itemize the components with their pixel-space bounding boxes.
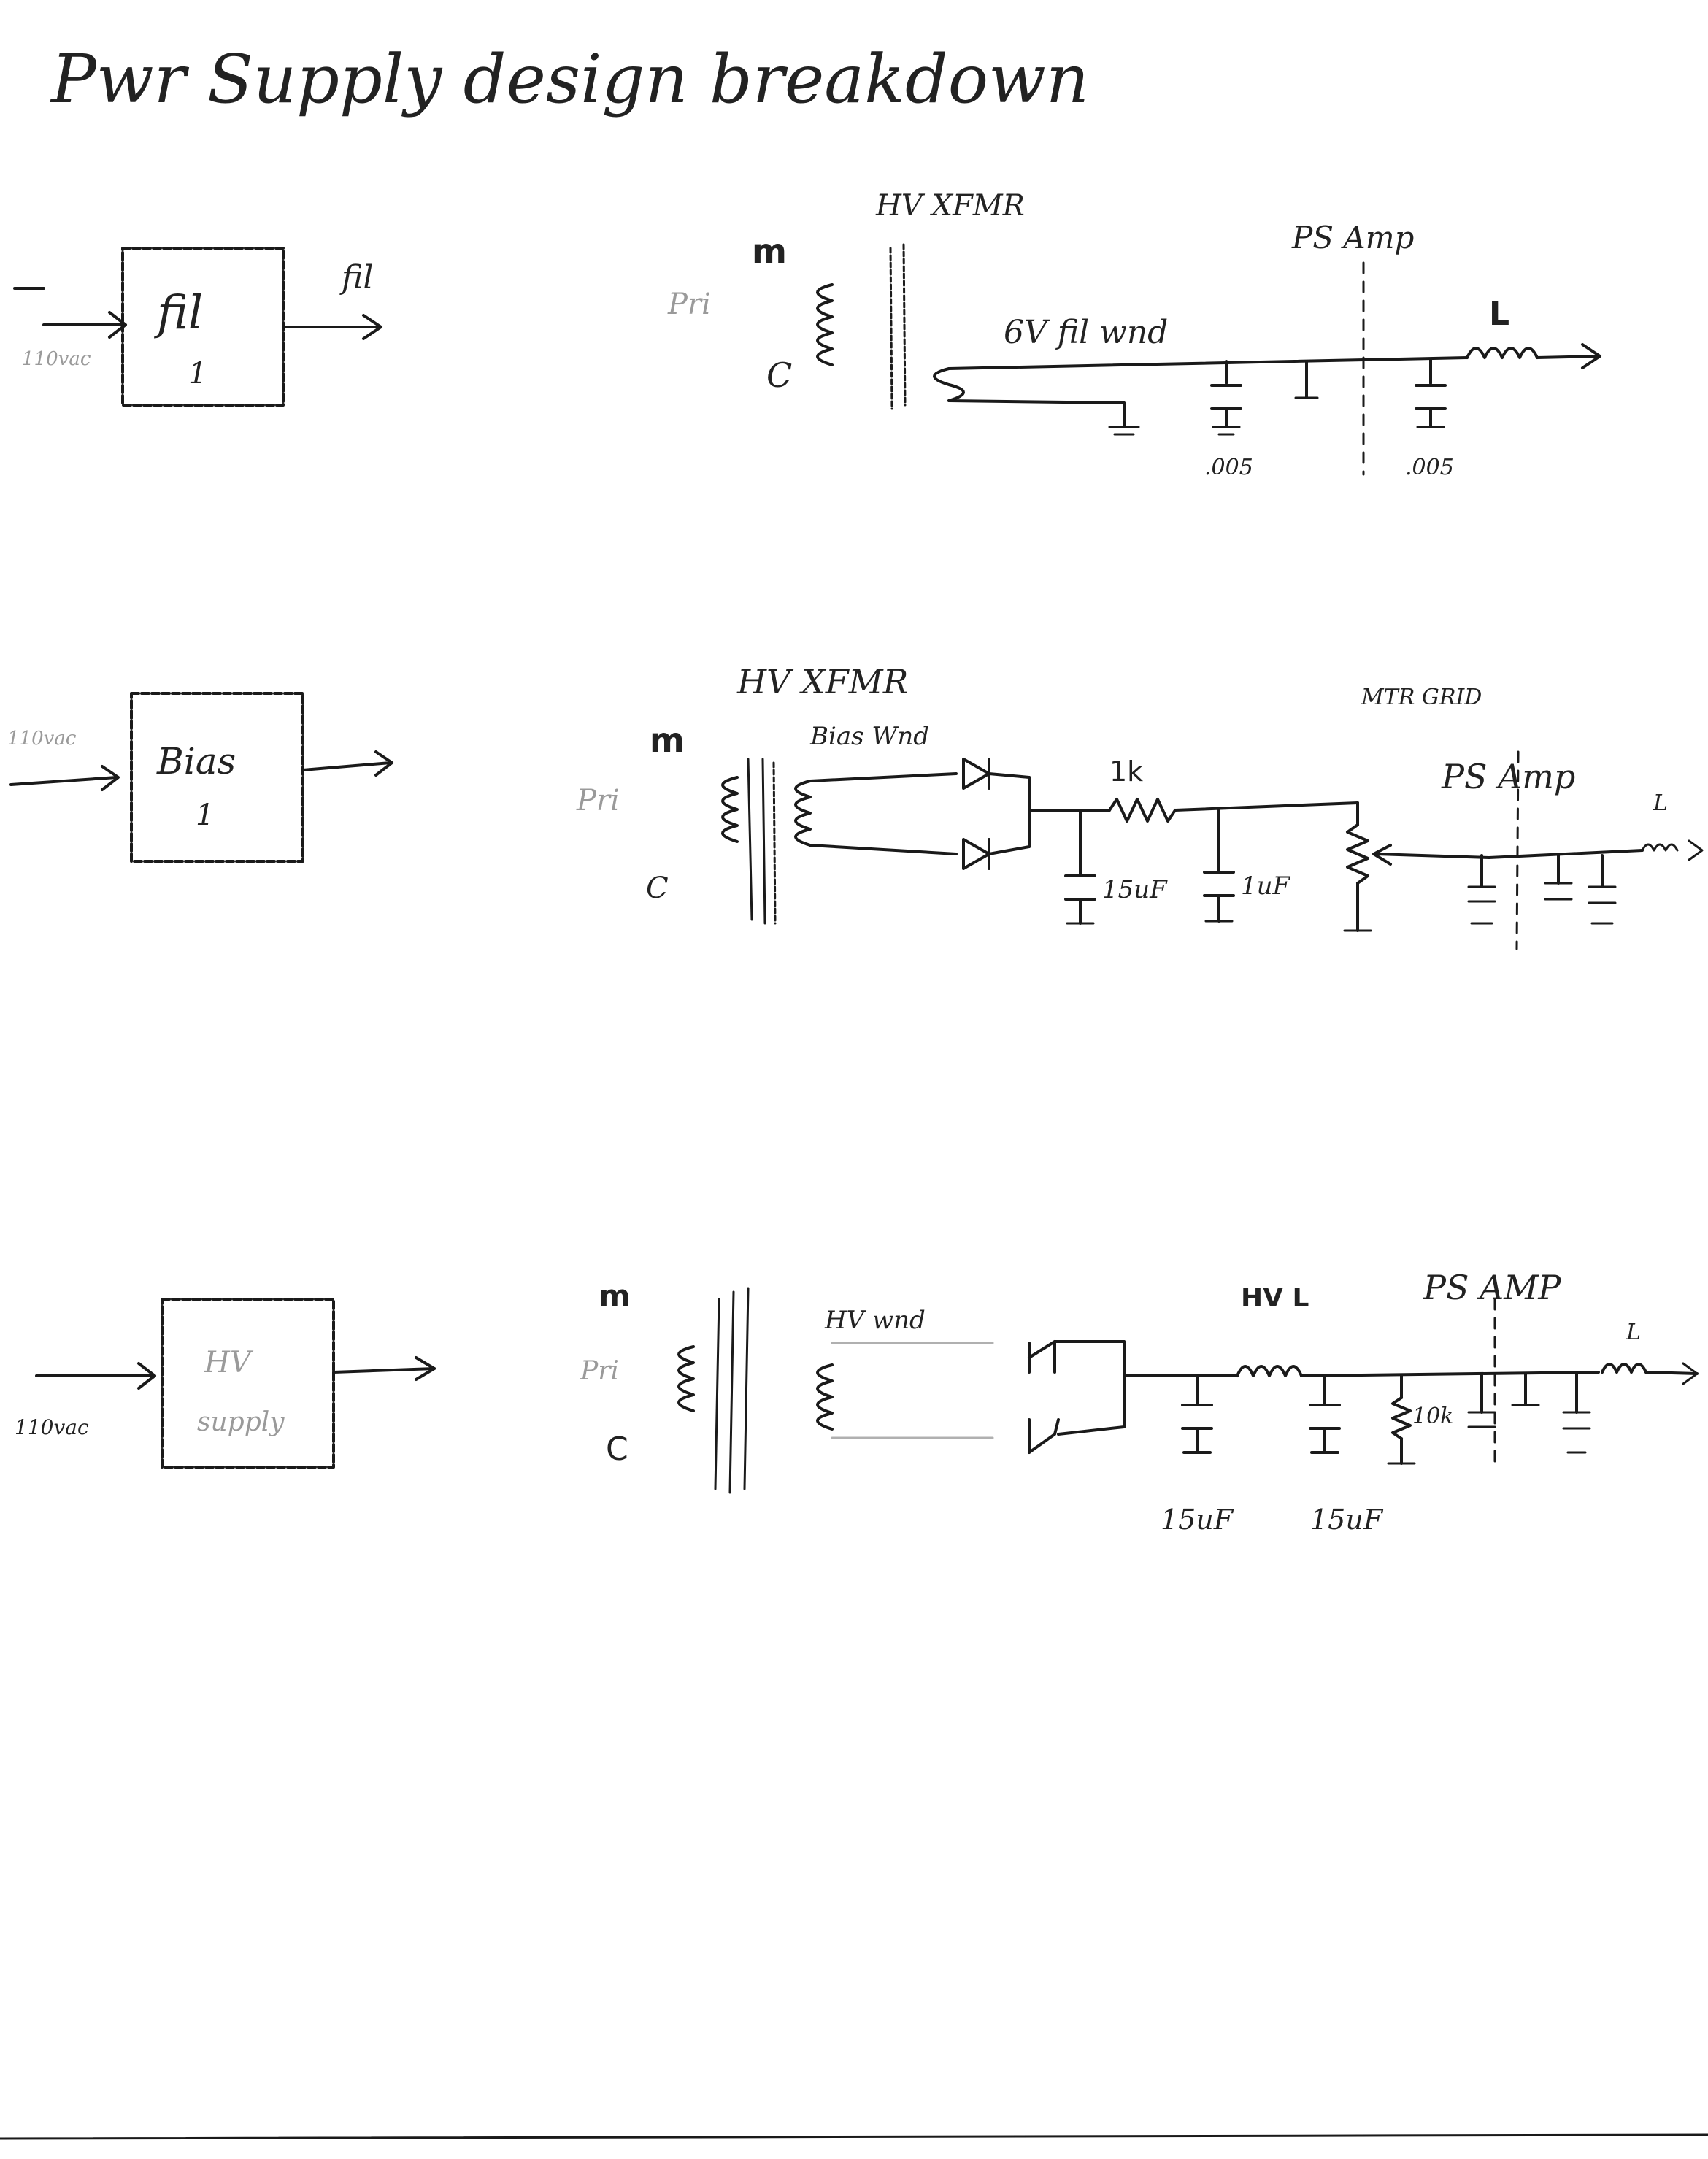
- hv-cap1-value: 15uF: [1161, 1504, 1234, 1536]
- hv-winding-label: HV wnd: [824, 1306, 926, 1335]
- page-title: Pwr Supply design breakdown: [50, 40, 1089, 118]
- fil-block-diagram: 110vac fil 1 fil: [13, 247, 382, 407]
- bias-block-sub: 1: [196, 798, 214, 832]
- hv-primary-coil: [677, 1345, 695, 1412]
- hv-output-inductor: [1601, 1363, 1647, 1374]
- fil-block-sub: 1: [188, 357, 207, 390]
- hv-schematic: m Pri C HV wnd 15uF: [580, 1268, 1699, 1536]
- bias-schematic: HV XFMR m Pri C Bias Wnd 1k: [576, 662, 1704, 950]
- bias-divider-label: PS Amp: [1441, 757, 1575, 796]
- section-bias: 110vac Bias 1 HV XFMR m Pri C Bias Wnd: [7, 662, 1704, 950]
- hv-block-sub: supply: [197, 1407, 285, 1437]
- bias-grid-pot: [1346, 823, 1369, 885]
- bias-winding-label: Bias Wnd: [809, 722, 929, 751]
- hv-block: [161, 1298, 335, 1469]
- fil-output-arrow-head: [1581, 343, 1601, 369]
- bias-output-arrow: [301, 761, 392, 771]
- bias-secondary-coil: [794, 780, 812, 847]
- bias-xfmr-core: [747, 758, 753, 921]
- bias-primary-mark: m: [650, 720, 685, 760]
- hv-inductor2-label: L: [1626, 1320, 1641, 1345]
- bias-grid-label: MTR GRID: [1361, 685, 1482, 710]
- fil-inductor: [1466, 347, 1539, 359]
- bias-input-arrow: [9, 776, 118, 786]
- hv-secondary-coil: [816, 1363, 834, 1431]
- fil-xfmr-label: HV XFMR: [875, 189, 1025, 223]
- hv-input-label: 110vac: [15, 1415, 89, 1439]
- hv-block-label: HV: [204, 1346, 254, 1379]
- bias-resistor: [1108, 798, 1177, 823]
- fil-divider-label: PS Amp: [1291, 220, 1414, 255]
- hv-cap2-value: 15uF: [1310, 1504, 1384, 1536]
- bias-primary-c: C: [646, 871, 669, 905]
- bias-diode-1: [962, 758, 990, 790]
- fil-secondary-coil: [933, 367, 965, 402]
- section-hv: 110vac HV supply m Pri C HV wnd: [15, 1268, 1699, 1536]
- bias-primary-coil: [721, 776, 739, 843]
- hv-divider-label: PS AMP: [1423, 1268, 1561, 1307]
- hv-primary-label: Pri: [580, 1356, 619, 1386]
- bias-block-diagram: 110vac Bias 1: [7, 692, 393, 863]
- bias-block: [130, 692, 304, 863]
- fil-primary-label: Pri: [667, 288, 711, 321]
- bias-resistor-label: 1k: [1109, 755, 1143, 788]
- fil-schematic: HV XFMR m Pri C 6V fil wnd .005: [667, 189, 1601, 480]
- fil-xfmr-core: [889, 247, 893, 410]
- bias-ps-amp-divider: [1515, 750, 1520, 950]
- hv-block-diagram: 110vac HV supply: [15, 1298, 436, 1469]
- page-bottom-line: [0, 2133, 1708, 2140]
- fil-primary-mark: m: [752, 231, 787, 271]
- hv-primary-mark: m: [599, 1278, 631, 1314]
- hv-inductor-label: HV L: [1241, 1283, 1309, 1313]
- fil-inductor-label: L: [1489, 296, 1509, 333]
- fil-cap1-value: .005: [1204, 455, 1253, 480]
- bias-output-inductor: [1641, 843, 1679, 852]
- fil-primary-c: C: [766, 355, 792, 395]
- fil-primary-coil: [816, 283, 834, 366]
- fil-winding-label: 6V fil wnd: [1004, 314, 1168, 351]
- hv-primary-c: C: [606, 1431, 628, 1468]
- bias-cap2-value: 1uF: [1241, 871, 1291, 901]
- fil-input-label: 110vac: [22, 348, 91, 370]
- hv-output-arrow: [332, 1367, 436, 1374]
- bias-input-label: 110vac: [7, 728, 77, 750]
- section-filament: 110vac fil 1 fil HV XFMR m Pri C 6V fil …: [13, 189, 1601, 480]
- bias-diode-2: [962, 838, 990, 870]
- bias-xfmr-label: HV XFMR: [736, 662, 908, 701]
- bias-cap1-value: 15uF: [1102, 875, 1168, 904]
- bias-inductor-label: L: [1653, 790, 1668, 816]
- bias-block-label: Bias: [156, 740, 236, 782]
- bias-primary-label: Pri: [576, 784, 620, 817]
- fil-output-label: fil: [339, 259, 373, 296]
- hv-inductor: [1236, 1365, 1303, 1377]
- fil-block-label: fil: [154, 286, 203, 340]
- fil-cap2-value: .005: [1405, 455, 1454, 480]
- hv-xfmr-core: [714, 1298, 720, 1490]
- hv-bleeder-resistor: [1391, 1396, 1412, 1440]
- hv-resistor-label: 10k: [1412, 1404, 1453, 1429]
- fil-output-wire: [947, 356, 1469, 370]
